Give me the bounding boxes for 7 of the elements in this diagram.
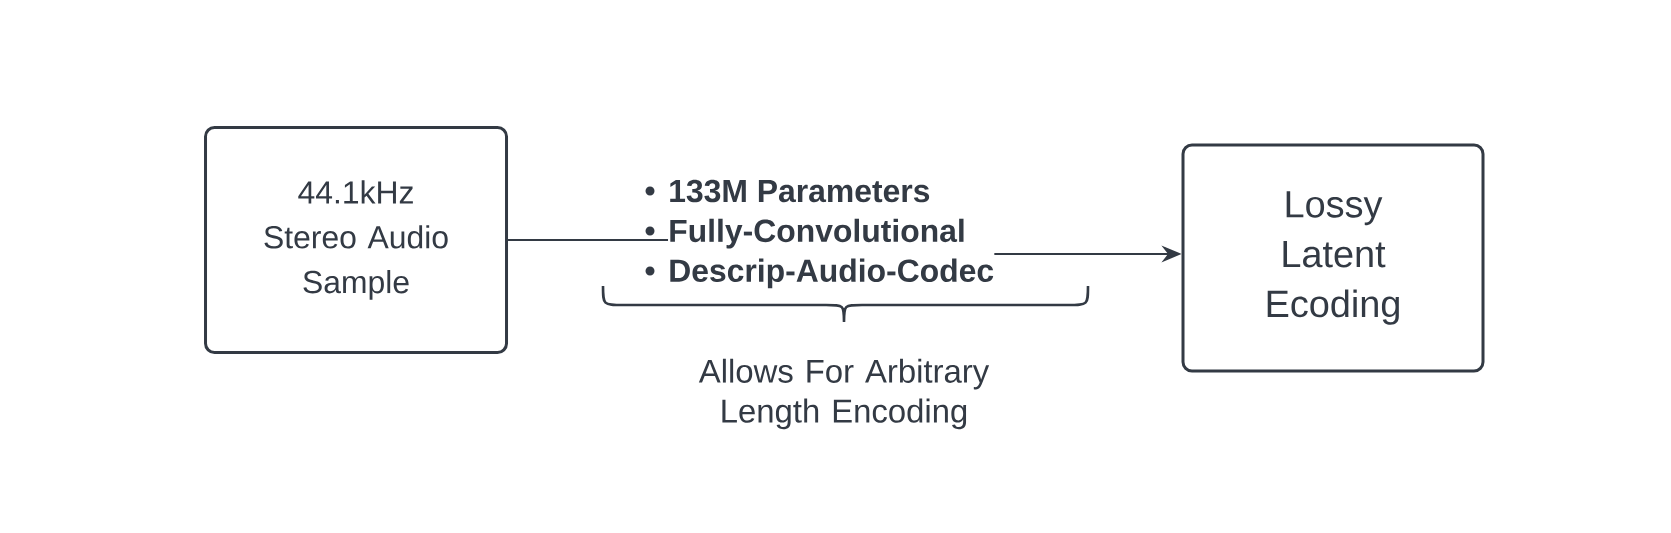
list-item: Fully-Convolutional	[670, 218, 964, 249]
list-item: Descrip-Audio-Codec	[670, 258, 994, 289]
brace-caption: Allows For Arbitrary Length Encoding	[698, 358, 990, 430]
process-box: Lossy Latent Ecoding	[1181, 143, 1485, 373]
process-box: 44.1kHz Stereo Audio Sample	[204, 126, 508, 354]
list-item: 133M Parameters	[670, 179, 930, 203]
connector-line	[507, 239, 669, 241]
